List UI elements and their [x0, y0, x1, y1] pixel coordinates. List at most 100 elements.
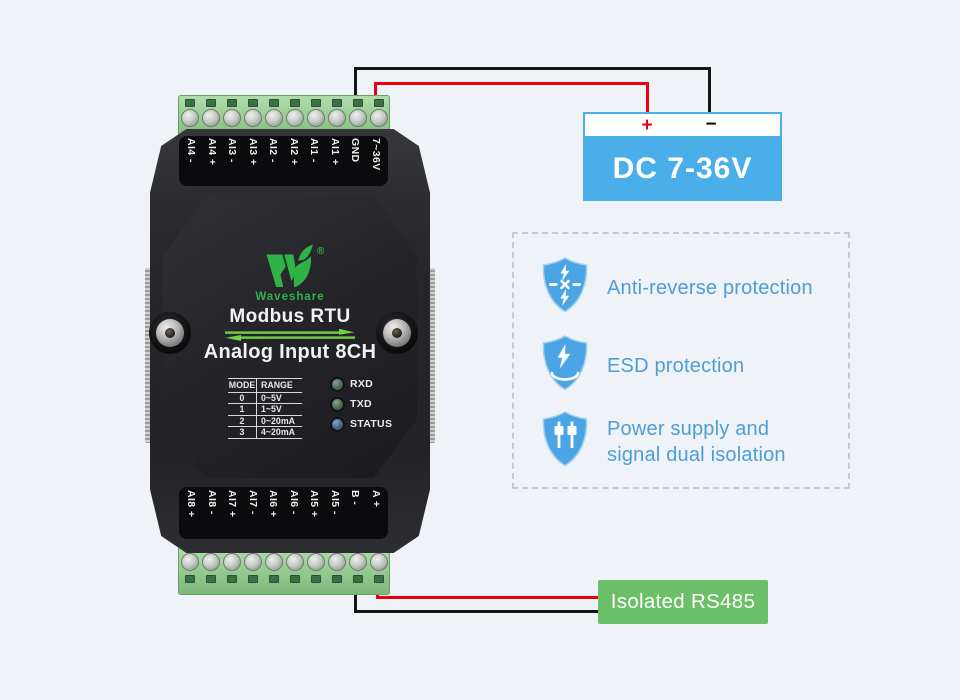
- power-terminal-strip: + −: [585, 114, 780, 136]
- terminal-label: 7~36V: [369, 138, 382, 171]
- terminal-label: AI3 -: [226, 138, 239, 163]
- terminal-screw: [201, 109, 220, 127]
- terminal-screw: [369, 109, 388, 127]
- terminal-label-cell: AI2 +: [284, 136, 305, 186]
- terminal-label-cell: AI8 +: [181, 487, 202, 539]
- terminal-label-cell: AI7 +: [222, 487, 243, 539]
- terminal-screw: [327, 109, 346, 127]
- terminal-label-cell: AI6 +: [263, 487, 284, 539]
- rs485-label: Isolated RS485: [610, 590, 756, 613]
- din-rail-clip-right: [425, 268, 435, 443]
- terminal-slot: [289, 99, 300, 107]
- cell-range: 1~5V: [261, 404, 282, 415]
- terminal-bottom-7: [326, 547, 347, 594]
- terminal-screw: [264, 109, 283, 127]
- terminal-screw: [201, 553, 220, 571]
- terminal-label: AI1 -: [308, 138, 321, 163]
- terminal-slot: [331, 99, 342, 107]
- terminal-label: GND: [349, 138, 362, 163]
- terminal-top-0: [179, 96, 200, 143]
- header-range: RANGE: [261, 380, 293, 391]
- feature-esd: ESD protection: [540, 334, 744, 397]
- terminal-label: AI1 +: [328, 138, 341, 166]
- cell-range: 4~20mA: [261, 427, 295, 438]
- mounting-screw-right: [376, 312, 418, 354]
- terminal-slot: [205, 575, 216, 583]
- positive-terminal-label: +: [641, 115, 653, 136]
- rs485-box: Isolated RS485: [598, 580, 768, 624]
- negative-terminal-label: −: [705, 114, 717, 135]
- terminal-label-cell: AI8 -: [202, 487, 223, 539]
- top-terminal-block: [178, 95, 390, 144]
- terminal-slot: [268, 575, 279, 583]
- terminal-label-cell: AI5 -: [325, 487, 346, 539]
- terminal-screw: [222, 553, 241, 571]
- terminal-label-cell: AI1 -: [304, 136, 325, 186]
- terminal-screw: [243, 109, 262, 127]
- terminal-top-2: [221, 96, 242, 143]
- terminal-bottom-8: [347, 547, 368, 594]
- terminal-top-7: [326, 96, 347, 143]
- terminal-label: AI2 +: [287, 138, 300, 166]
- terminal-slot: [247, 575, 258, 583]
- terminal-slot: [352, 99, 363, 107]
- terminal-label-cell: A +: [366, 487, 387, 539]
- terminal-label-cell: AI7 -: [243, 487, 264, 539]
- terminal-screw: [285, 553, 304, 571]
- anti-reverse-shield-icon: [540, 256, 590, 319]
- terminal-slot: [226, 99, 237, 107]
- terminal-label: A +: [369, 490, 382, 508]
- terminal-slot: [373, 99, 384, 107]
- waveshare-logo-icon: [265, 244, 315, 293]
- terminal-slot: [289, 575, 300, 583]
- terminal-top-8: [347, 96, 368, 143]
- txd-led-icon: [332, 398, 343, 410]
- terminal-bottom-0: [179, 547, 200, 594]
- terminal-bottom-9: [368, 547, 389, 594]
- terminal-label: AI4 -: [185, 138, 198, 163]
- terminal-screw: [327, 553, 346, 571]
- feature-isolation: Power supply and signal dual isolation: [540, 410, 786, 473]
- terminal-label-cell: AI3 -: [222, 136, 243, 186]
- terminal-label: AI5 +: [308, 490, 321, 518]
- terminal-slot: [373, 575, 384, 583]
- isolation-shield-icon: [540, 410, 590, 473]
- cell-range: 0~20mA: [261, 415, 295, 426]
- terminal-slot: [352, 575, 363, 583]
- txd-led-label: TXD: [350, 398, 372, 410]
- terminal-screw: [369, 553, 388, 571]
- terminal-label: AI8 +: [185, 490, 198, 518]
- terminal-label: AI4 +: [205, 138, 218, 166]
- terminal-bottom-4: [263, 547, 284, 594]
- terminal-slot: [310, 575, 321, 583]
- terminal-screw: [285, 109, 304, 127]
- terminal-label-cell: AI4 +: [202, 136, 223, 186]
- terminal-slot: [247, 99, 258, 107]
- terminal-screw: [306, 109, 325, 127]
- terminal-top-9: [368, 96, 389, 143]
- terminal-slot: [205, 99, 216, 107]
- terminal-label: B -: [349, 490, 362, 506]
- terminal-slot: [310, 99, 321, 107]
- status-led-label: STATUS: [350, 418, 393, 430]
- terminal-label-cell: AI4 -: [181, 136, 202, 186]
- terminal-label: AI5 -: [328, 490, 341, 515]
- feature-anti-reverse: Anti-reverse protection: [540, 256, 813, 319]
- status-led-icon: [332, 418, 343, 430]
- terminal-slot: [184, 575, 195, 583]
- feature-label-line2: signal dual isolation: [607, 443, 786, 466]
- feature-label: Power supply and signal dual isolation: [607, 416, 786, 468]
- registered-mark: ®: [317, 246, 325, 257]
- terminal-top-3: [242, 96, 263, 143]
- terminal-slot: [184, 99, 195, 107]
- terminal-label-cell: AI3 +: [243, 136, 264, 186]
- terminal-screw: [264, 553, 283, 571]
- rxd-led-icon: [332, 378, 343, 390]
- top-terminal-labels: AI4 -AI4 +AI3 -AI3 +AI2 -AI2 +AI1 -AI1 +…: [179, 136, 388, 186]
- terminal-label-cell: 7~36V: [366, 136, 387, 186]
- terminal-bottom-5: [284, 547, 305, 594]
